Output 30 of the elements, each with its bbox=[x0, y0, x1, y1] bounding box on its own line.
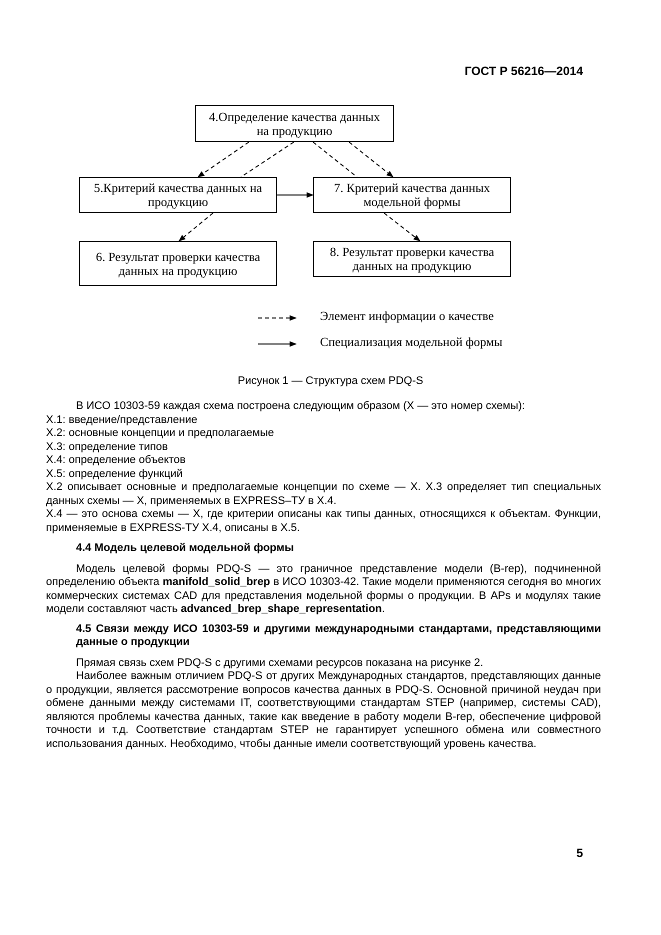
body-text: X.1: введение/представление bbox=[46, 414, 198, 427]
arrow bbox=[276, 192, 314, 198]
body-text: X.2: основные концепции и предполагаемые bbox=[46, 427, 275, 440]
connector-line bbox=[312, 142, 358, 178]
legend-text: Элемент информации о качестве bbox=[320, 309, 494, 324]
section-heading: 4.5 Связи между ИСО 10303-59 и другими международными стандартами, представляющими данные о продукции bbox=[75, 622, 601, 650]
connector-line bbox=[240, 142, 294, 178]
body-text: X.3: определение типов bbox=[46, 440, 169, 454]
arrow bbox=[384, 212, 420, 242]
process-box: 8. Результат проверки качества данных на продукцию bbox=[313, 241, 511, 277]
document-header: ГОСТ Р 56216—2014 bbox=[464, 64, 583, 78]
arrow bbox=[178, 212, 214, 242]
legend-text: Специализация модельной формы bbox=[320, 335, 502, 350]
arrow bbox=[348, 142, 394, 178]
body-text: X.2 описывает основные и предполагаемые концепции по схеме — X. X.3 определяет тип специальных данных схемы — X, применяемых в EXPRESS–ТУ в X.4. bbox=[46, 481, 601, 508]
figure-caption: Рисунок 1 — Структура схем PDQ-S bbox=[236, 375, 424, 387]
body-text: X.4: определение объектов bbox=[46, 454, 187, 468]
body-text: X.5: определение функций bbox=[46, 468, 184, 481]
section-heading: 4.4 Модель целевой модельной формы bbox=[75, 542, 295, 556]
page-number: 5 bbox=[576, 846, 583, 860]
body-text: Модель целевой формы PDQ-S — это граничное представление модели (B-rep), подчиненной определению объекта manifold_solid_brep в ИСО 10303-42. Такие модели применяются сегодня во многих коммерческих системах CAD для представления модельной формы о продукции. В APs и модулях такие модели составляют часть advanced_brep_shape_representation. bbox=[46, 562, 601, 616]
process-box: 4.Определение качества данных на продукцию bbox=[195, 105, 394, 142]
process-box: 7. Критерий качества данных модельной формы bbox=[313, 177, 511, 213]
body-text: Прямая связь схем PDQ-S с другими схемами ресурсов показана на рисунке 2. bbox=[75, 656, 484, 670]
body-text: В ИСО 10303-59 каждая схема построена следующим образом (X — это номер схемы): bbox=[75, 400, 526, 414]
body-text: X.4 — это основа схемы — X, где критерии описаны как типы данных, относящихся к объектам. Функции, применяемые в EXPRESS-ТУ X.4, описаны в X.5. bbox=[46, 508, 601, 535]
process-box: 5.Критерий качества данных на продукцию bbox=[79, 177, 277, 213]
process-box: 6. Результат проверки качества данных на продукцию bbox=[79, 241, 277, 286]
arrow bbox=[197, 142, 250, 178]
body-text: Наиболее важным отличием PDQ-S от других Международных стандартов, представляющих данные о продукции, является рассмотрение вопросов качества данных в PDQ-S. Основной причиной неудач при обмене данными между системами IT, соответствующими стандартам STEP (например, системы CAD), являются проблемы качества данных, такие как введение в работу модели B-rep, обеспечение цифровой точности и т.д. Соответствие стандартам STEP не гарантирует успешного обмена или совместного использования данных. Необходимо, чтобы данные имели соответствующий уровень качества. bbox=[46, 670, 601, 751]
